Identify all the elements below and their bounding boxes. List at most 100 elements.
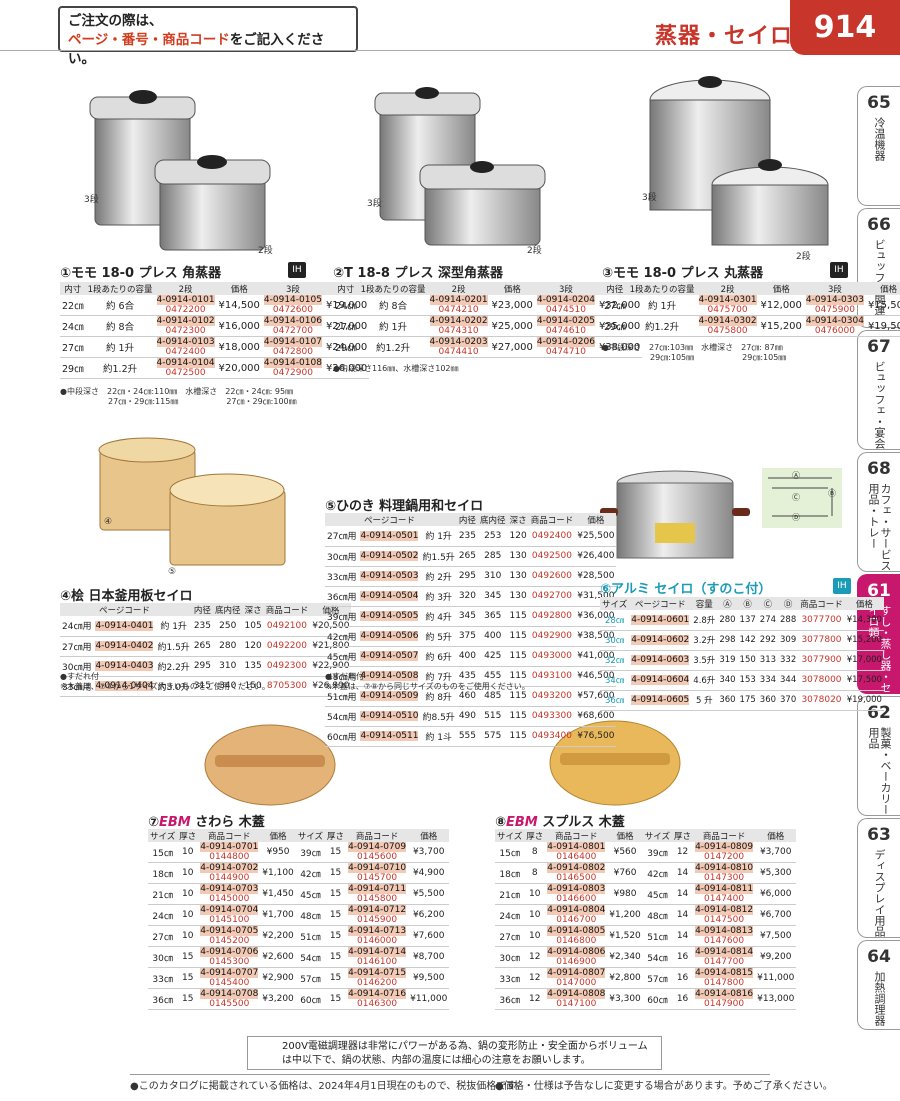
p4-title: ④桧 日本釜用板セイロ — [60, 589, 193, 604]
footer-divider — [130, 1074, 770, 1075]
index-tab-65[interactable]: 65 冷温機器 — [857, 86, 900, 206]
wooden-seiro-image — [98, 437, 286, 566]
order-instruction-line2: をご記入ください。 — [68, 32, 325, 67]
category-title: 蒸器・セイロ — [655, 24, 794, 49]
header-divider — [0, 50, 900, 51]
index-tab-number: 63 — [867, 825, 891, 845]
warning-box: 200V電磁調理器は非常にパワーがある為、鍋の変形防止・安全面からボリュームは中… — [247, 1036, 662, 1070]
diagram-label-b: Ⓑ — [828, 489, 836, 498]
p7-title: ⑦EBM さわら 木蓋 — [148, 815, 265, 830]
page-number: 914 — [790, 0, 900, 55]
order-instruction-box: ご注文の際は、 ページ・番号・商品コードをご記入ください。 — [58, 6, 358, 67]
p3-title: ③モモ 18-0 プレス 丸蒸器 — [602, 266, 764, 281]
p6-title: ⑥アルミ セイロ（すのこ付） — [600, 582, 772, 597]
index-tab-number: 64 — [867, 947, 891, 967]
index-tab-number: 68 — [867, 459, 891, 479]
p2-caption-3dan: 3段 — [367, 199, 382, 209]
ih-compatible-icon: IH — [830, 262, 848, 278]
index-tab-63[interactable]: 63 ディスプレイ用品 — [857, 818, 900, 938]
p3-caption-3dan: 3段 — [642, 193, 657, 203]
p5-title: ⑤ひのき 料理鍋用和セイロ — [325, 499, 484, 514]
square-steamer-image — [89, 90, 271, 251]
p1-note: ●中段深さ 22㎝・24㎝:110㎜ 水槽深さ 22㎝・24㎝: 95㎜ 27㎝… — [60, 387, 297, 406]
p4-caption-4: ④ — [104, 517, 113, 527]
diagram-label-c: Ⓒ — [792, 493, 800, 502]
order-instruction-line1: ご注文の際は、 — [68, 13, 163, 29]
p4-note: ●すだれ付 ※木蓋は、⑦⑧から1サイズ大きいものをご使用ください。 — [60, 672, 270, 691]
footer-change-note: ●価格・仕様は予告なしに変更する場合があります。予めご了承ください。 — [495, 1081, 833, 1092]
sawara-lid-image — [204, 724, 336, 806]
index-tab-label: 製菓・ベーカリー用品 — [867, 727, 892, 815]
index-tab-number: 61 — [867, 581, 891, 601]
p1-caption-3dan: 3段 — [84, 195, 99, 205]
deep-square-steamer-image — [374, 87, 546, 246]
round-steamer-image — [649, 76, 829, 246]
index-tab-label: 冷温機器 — [873, 117, 886, 161]
p3-caption-2dan: 2段 — [796, 252, 811, 262]
order-instruction-highlight: ページ・番号・商品コード — [68, 32, 230, 48]
aluminum-seiro-image — [600, 470, 750, 559]
index-tab-number: 67 — [867, 337, 891, 357]
index-tab-number: 65 — [867, 93, 891, 113]
ih-compatible-icon: IH — [288, 262, 306, 278]
index-tab-64[interactable]: 64 加熱調理器 — [857, 940, 900, 1030]
diagram-label-a: Ⓐ — [792, 471, 800, 480]
p1-title: ①モモ 18-0 プレス 角蒸器 — [60, 266, 222, 281]
ih-compatible-icon: IH — [833, 578, 851, 594]
diagram-label-d: Ⓓ — [792, 513, 800, 522]
p3-note: ●中段深さ 27㎝:103㎜ 水槽深さ 27㎝: 87㎜ 29㎝:105㎜ 29… — [602, 343, 787, 362]
p5-note: ●すだれ付 ※木蓋は、⑦⑧から同じサイズのものをご使用ください。 — [325, 672, 530, 691]
p2-caption-2dan: 2段 — [527, 246, 542, 256]
index-tab-label: 加熱調理器 — [873, 971, 886, 1026]
p1-caption-2dan: 2段 — [258, 246, 273, 256]
index-tab-label: ビュッフェ・宴会 — [873, 361, 886, 449]
p4-caption-5: ⑤ — [168, 567, 177, 577]
index-tab-label: ディスプレイ用品 — [873, 849, 886, 937]
p8-title: ⑧EBM スプルス 木蓋 — [495, 815, 625, 830]
index-tab-67[interactable]: 67 ビュッフェ・宴会 — [857, 330, 900, 450]
